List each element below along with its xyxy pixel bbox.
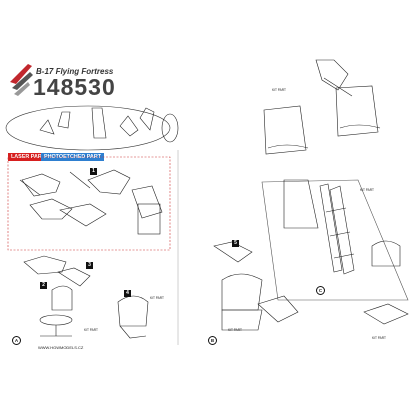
kit-part-note: KIT PART [360,188,374,192]
website-footer: WWW.HGWMODELS.CZ [38,345,84,350]
callout-b: B [208,336,217,345]
brand-logo-icon [8,58,34,104]
step-5-marker: 5 [232,240,239,247]
step-1-marker: 1 [90,168,97,175]
step-4-marker: 4 [124,290,131,297]
step-2-marker: 2 [40,282,47,289]
callout-a: A [12,336,21,345]
kit-part-note: KIT PART [272,88,286,92]
step-1-frame [7,156,171,251]
kit-part-note: KIT PART [150,296,164,300]
seat-assembly-drawing [23,255,67,275]
overview-ellipse [5,105,171,151]
callout-c: C [316,286,325,295]
laser-part-legend: LASER PART [8,153,49,161]
step-3-marker: 3 [86,262,93,269]
kit-part-note: KIT PART [372,336,386,340]
kit-title: B-17 Flying Fortress [36,67,114,76]
rear-seats-frame [261,179,409,301]
kit-part-note: KIT PART [84,328,98,332]
kit-part-note: KIT PART [228,328,242,332]
kit-number: 148530 [33,74,116,100]
